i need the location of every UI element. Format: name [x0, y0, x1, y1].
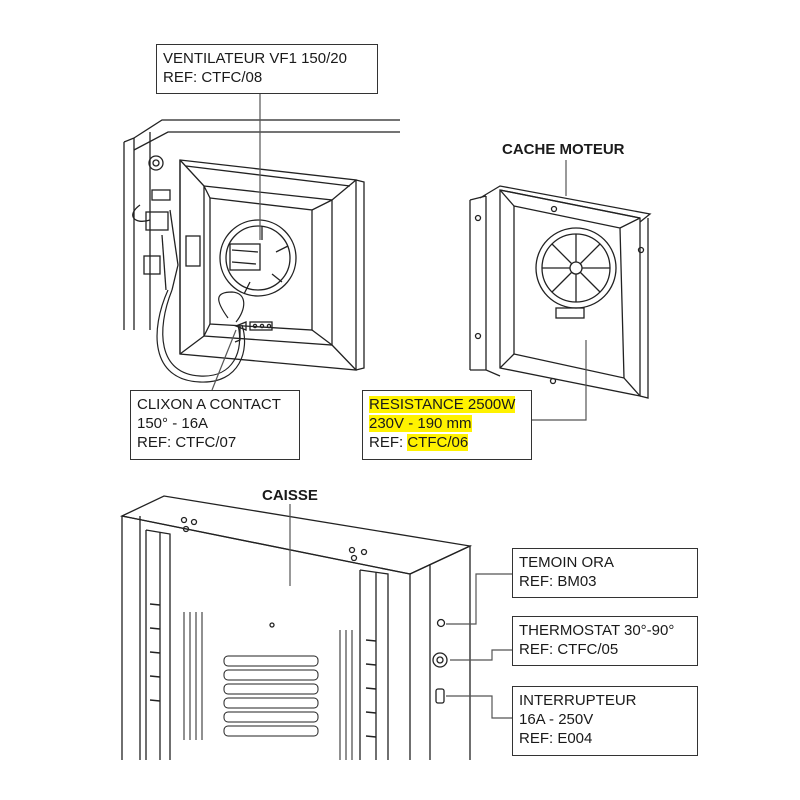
clixon-ref: REF: CTFC/07: [137, 434, 237, 451]
caisse-drawing: [119, 495, 473, 760]
resistance-name: RESISTANCE 2500W: [369, 396, 516, 413]
caisse-title: CAISSE: [262, 487, 318, 504]
ventilateur-name: VENTILATEUR VF1 150/20: [163, 50, 347, 67]
resistance-ref: CTFC/06: [407, 434, 469, 451]
thermostat-label: THERMOSTAT 30°-90° REF: CTFC/05: [512, 616, 698, 666]
resistance-spec: 230V - 190 mm: [369, 415, 472, 432]
interrupteur-name: INTERRUPTEUR: [519, 692, 637, 709]
clixon-spec: 150° - 16A: [137, 415, 209, 432]
leader-lines: [211, 94, 587, 719]
ventilateur-assembly: [123, 119, 400, 383]
interrupteur-label: INTERRUPTEUR 16A - 250V REF: E004: [512, 686, 698, 756]
ventilateur-label: VENTILATEUR VF1 150/20 REF: CTFC/08: [156, 44, 378, 94]
thermostat-name: THERMOSTAT 30°-90°: [519, 622, 675, 639]
resistance-label: RESISTANCE 2500W 230V - 190 mm REF: CTFC…: [362, 390, 532, 460]
interrupteur-ref: REF: E004: [519, 730, 593, 747]
cache-moteur-title: CACHE MOTEUR: [502, 141, 625, 158]
interrupteur-spec: 16A - 250V: [519, 711, 594, 728]
ventilateur-ref: REF: CTFC/08: [163, 69, 263, 86]
thermostat-ref: REF: CTFC/05: [519, 641, 619, 658]
cache-moteur-drawing: [469, 185, 652, 399]
resistance-ref-prefix: REF:: [369, 434, 408, 451]
temoin-label: TEMOIN ORA REF: BM03: [512, 548, 698, 598]
clixon-name: CLIXON A CONTACT: [137, 396, 281, 413]
temoin-ref: REF: BM03: [519, 573, 597, 590]
clixon-label: CLIXON A CONTACT 150° - 16A REF: CTFC/07: [130, 390, 300, 460]
temoin-name: TEMOIN ORA: [519, 554, 615, 571]
